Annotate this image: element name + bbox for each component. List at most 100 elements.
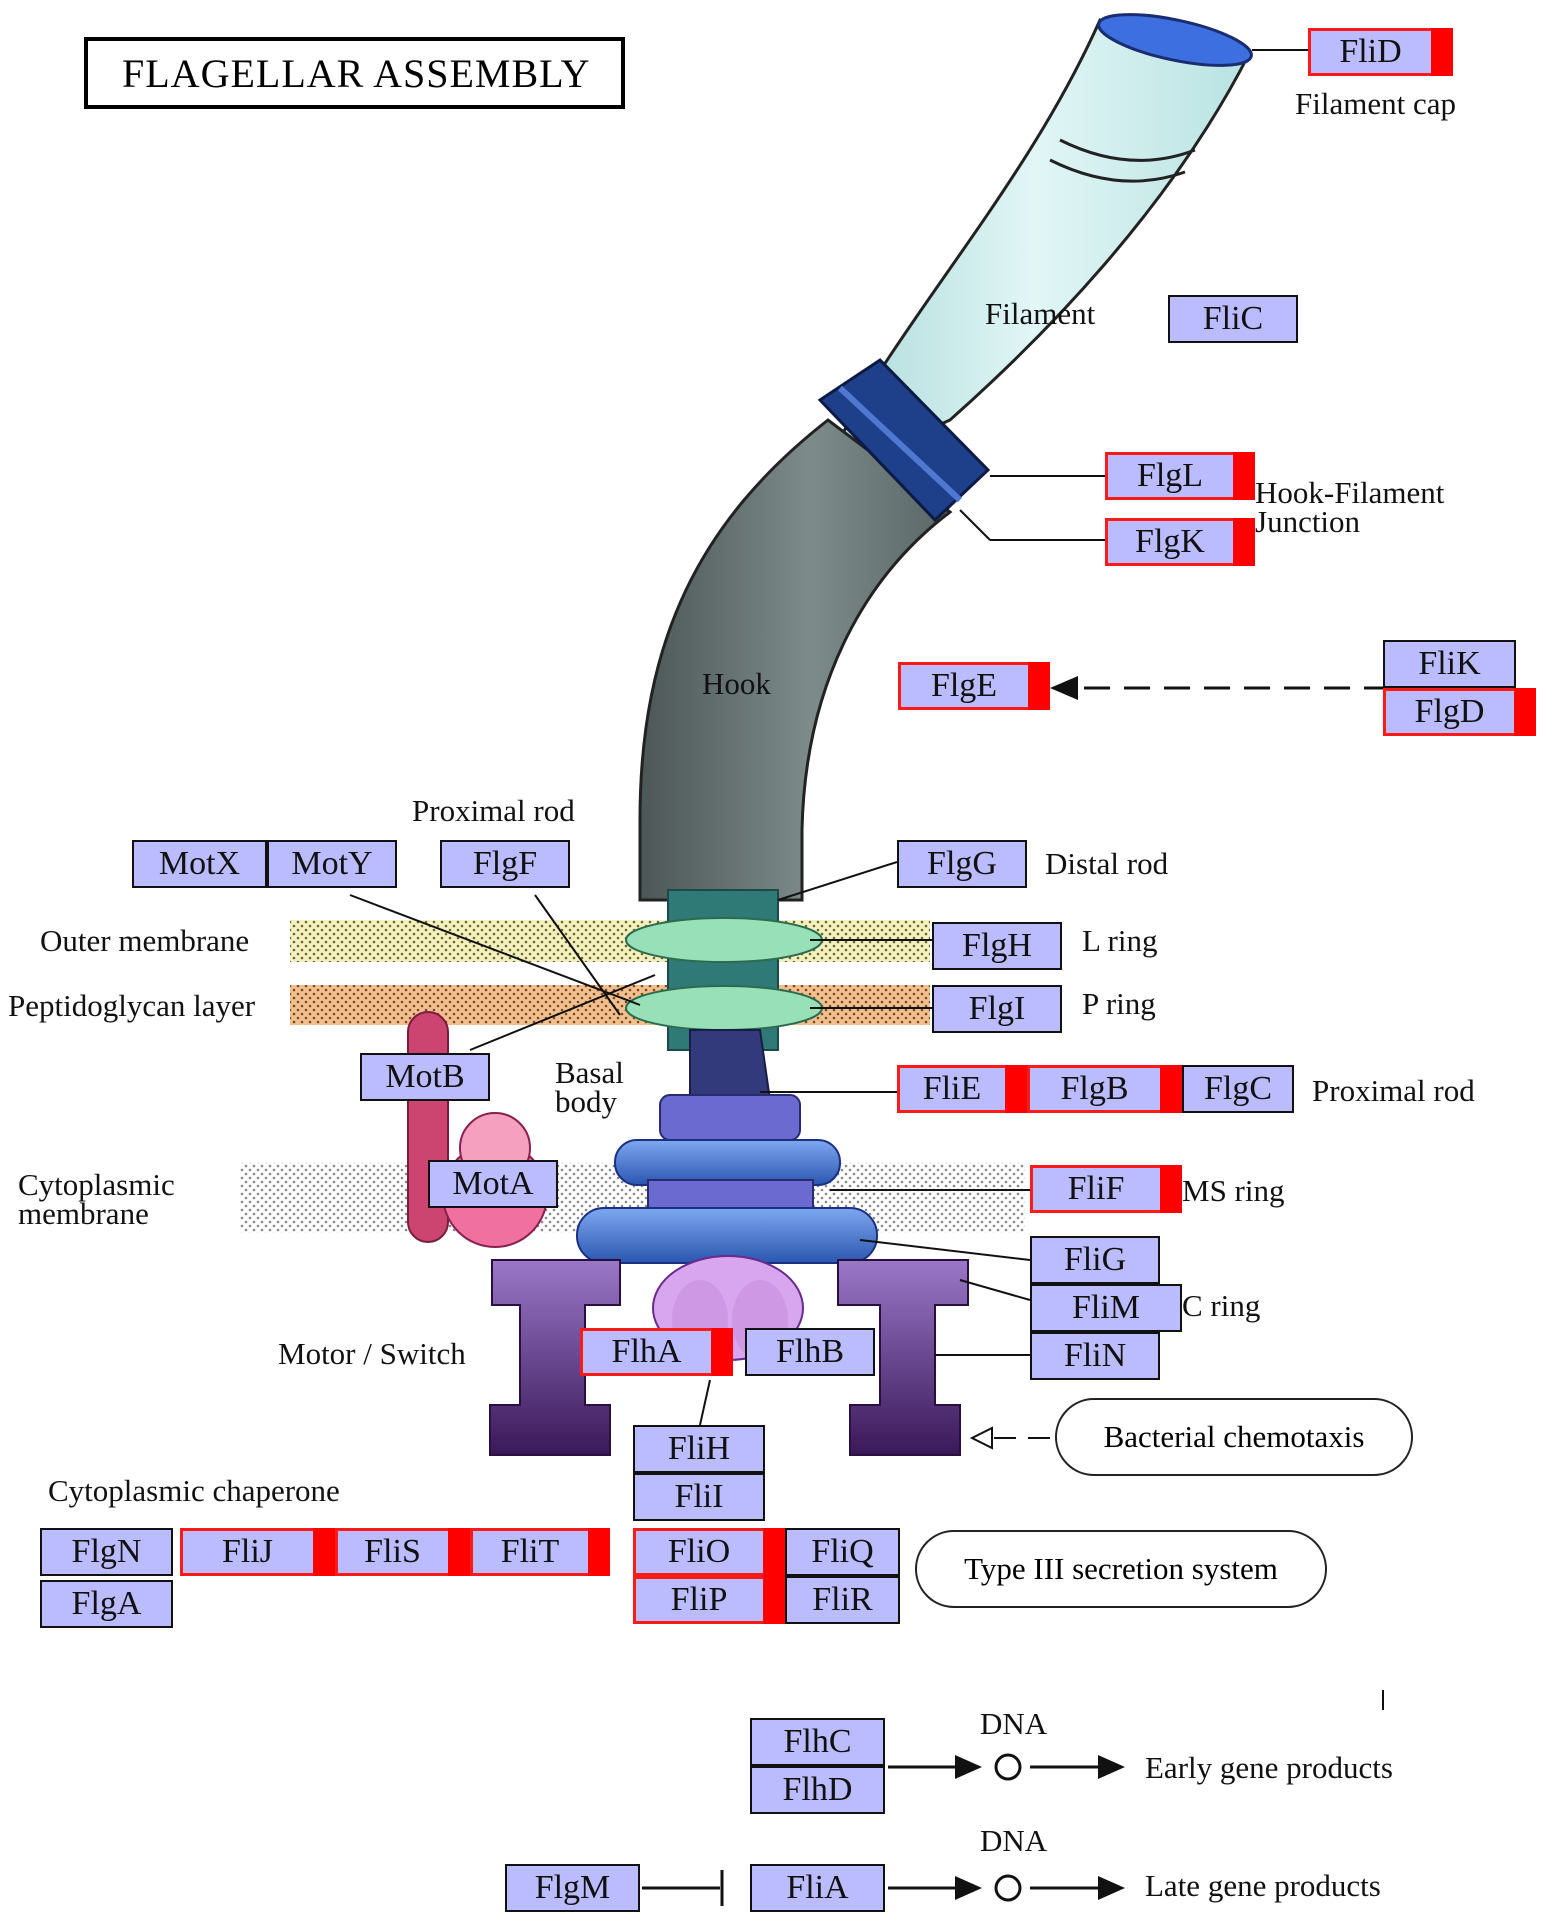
label-p-ring: P ring bbox=[1082, 986, 1156, 1021]
gene-flih[interactable]: FliH bbox=[633, 1425, 765, 1473]
filament-break-1 bbox=[1059, 138, 1196, 162]
junction-shape bbox=[817, 358, 991, 523]
highlight-flag bbox=[313, 1528, 335, 1576]
gene-flie[interactable]: FliE bbox=[897, 1065, 1027, 1113]
label-late-products: Late gene products bbox=[1145, 1868, 1381, 1903]
label-proximal-rod-right: Proximal rod bbox=[1312, 1073, 1475, 1108]
gene-flih-label: FliH bbox=[667, 1430, 731, 1467]
gene-flic[interactable]: FliC bbox=[1168, 295, 1298, 343]
gene-fliq[interactable]: FliQ bbox=[785, 1528, 900, 1576]
gene-flga[interactable]: FlgA bbox=[40, 1580, 173, 1628]
gene-flig[interactable]: FliG bbox=[1030, 1236, 1160, 1284]
gene-flik[interactable]: FliK bbox=[1383, 640, 1516, 688]
type3-secretion-link[interactable]: Type III secretion system bbox=[915, 1530, 1327, 1608]
ms-ring-mid bbox=[647, 1179, 814, 1211]
gene-flgn[interactable]: FlgN bbox=[40, 1528, 173, 1576]
label-motor-switch: Motor / Switch bbox=[278, 1336, 466, 1371]
gene-flha-label: FlhA bbox=[611, 1333, 682, 1370]
gene-flij-label: FliJ bbox=[221, 1533, 274, 1570]
gene-flgm-label: FlgM bbox=[534, 1869, 611, 1906]
bacterial-chemotaxis-link[interactable]: Bacterial chemotaxis bbox=[1055, 1398, 1413, 1476]
gene-flif[interactable]: FliF bbox=[1030, 1165, 1182, 1213]
gene-flim[interactable]: FliM bbox=[1030, 1284, 1182, 1332]
gene-flio[interactable]: FliO bbox=[633, 1528, 785, 1576]
label-filament-cap: Filament cap bbox=[1295, 86, 1456, 121]
gene-flis-label: FliS bbox=[364, 1533, 421, 1570]
gene-flgm[interactable]: FlgM bbox=[505, 1864, 640, 1912]
label-hook-filament-junction: Hook-Filament Junction bbox=[1255, 475, 1445, 540]
highlight-flag bbox=[1431, 28, 1453, 76]
gene-moty-label: MotY bbox=[291, 845, 373, 882]
gene-flgf-label: FlgF bbox=[472, 845, 538, 882]
gene-flis[interactable]: FliS bbox=[335, 1528, 470, 1576]
gene-flgf[interactable]: FlgF bbox=[440, 840, 570, 888]
gene-flia[interactable]: FliA bbox=[750, 1864, 885, 1912]
gene-flhd[interactable]: FlhD bbox=[750, 1766, 885, 1814]
gene-mota-label: MotA bbox=[452, 1165, 534, 1202]
label-dna-early: DNA bbox=[980, 1706, 1048, 1741]
gene-flhb[interactable]: FlhB bbox=[745, 1328, 875, 1376]
gene-flge-label: FlgE bbox=[930, 667, 998, 704]
label-dna-late: DNA bbox=[980, 1823, 1048, 1858]
label-early-products: Early gene products bbox=[1145, 1750, 1393, 1785]
gene-flgg[interactable]: FlgG bbox=[897, 840, 1027, 888]
gene-flii-label: FliI bbox=[674, 1478, 724, 1515]
motor-left bbox=[489, 1259, 621, 1456]
highlight-flag bbox=[711, 1328, 733, 1376]
gene-flgg-label: FlgG bbox=[927, 845, 997, 882]
filament-cap-shape bbox=[1097, 13, 1253, 67]
gene-motb-label: MotB bbox=[385, 1058, 465, 1095]
gene-flit[interactable]: FliT bbox=[470, 1528, 610, 1576]
gene-flgi-label: FlgI bbox=[968, 990, 1026, 1027]
gene-flgi[interactable]: FlgI bbox=[932, 985, 1062, 1033]
gene-flit-label: FliT bbox=[500, 1533, 560, 1570]
gene-motb[interactable]: MotB bbox=[360, 1053, 490, 1101]
highlight-flag bbox=[448, 1528, 470, 1576]
gene-flgc[interactable]: FlgC bbox=[1182, 1065, 1294, 1113]
highlight-flag bbox=[1160, 1065, 1182, 1113]
gene-flgl-label: FlgL bbox=[1136, 457, 1204, 494]
gene-flic-label: FliC bbox=[1202, 300, 1264, 337]
filament-break-2 bbox=[1049, 158, 1186, 183]
label-hook: Hook bbox=[702, 666, 771, 701]
gene-flgb[interactable]: FlgB bbox=[1027, 1065, 1182, 1113]
gene-flhd-label: FlhD bbox=[782, 1771, 853, 1808]
gene-flij[interactable]: FliJ bbox=[180, 1528, 335, 1576]
diagram-title: FLAGELLAR ASSEMBLY bbox=[84, 37, 625, 109]
gene-flip[interactable]: FliP bbox=[633, 1576, 785, 1624]
gene-flgd[interactable]: FlgD bbox=[1383, 688, 1536, 736]
gene-flin-label: FliN bbox=[1063, 1337, 1127, 1374]
highlight-flag bbox=[763, 1528, 785, 1576]
label-c-ring: C ring bbox=[1182, 1288, 1261, 1323]
gene-flgk[interactable]: FlgK bbox=[1105, 518, 1255, 566]
gene-flim-label: FliM bbox=[1071, 1289, 1141, 1326]
gene-flgh[interactable]: FlgH bbox=[932, 922, 1062, 970]
highlight-flag bbox=[1233, 452, 1255, 500]
gene-flgk-label: FlgK bbox=[1135, 523, 1205, 560]
label-l-ring: L ring bbox=[1082, 923, 1158, 958]
gene-flhc[interactable]: FlhC bbox=[750, 1718, 885, 1766]
gene-flio-label: FliO bbox=[667, 1533, 731, 1570]
gene-fliq-label: FliQ bbox=[811, 1533, 874, 1570]
label-cytoplasmic-chaperone: Cytoplasmic chaperone bbox=[48, 1473, 340, 1508]
motor-right bbox=[837, 1259, 969, 1456]
gene-motx[interactable]: MotX bbox=[132, 840, 267, 888]
gene-flin[interactable]: FliN bbox=[1030, 1332, 1160, 1380]
label-basal-body: Basal body bbox=[555, 1055, 624, 1120]
gene-flgl[interactable]: FlgL bbox=[1105, 452, 1255, 500]
gene-flir[interactable]: FliR bbox=[785, 1576, 900, 1624]
gene-moty[interactable]: MotY bbox=[267, 840, 397, 888]
gene-flik-label: FliK bbox=[1418, 645, 1481, 682]
gene-flha[interactable]: FlhA bbox=[580, 1328, 733, 1376]
label-outer-membrane: Outer membrane bbox=[40, 923, 250, 958]
gene-flid[interactable]: FliD bbox=[1308, 28, 1453, 76]
gene-mota[interactable]: MotA bbox=[428, 1160, 558, 1208]
gene-flii[interactable]: FliI bbox=[633, 1473, 765, 1521]
gene-flip-label: FliP bbox=[670, 1581, 728, 1618]
gene-motx-label: MotX bbox=[158, 845, 241, 882]
label-peptidoglycan: Peptidoglycan layer bbox=[8, 988, 256, 1023]
gene-flge[interactable]: FlgE bbox=[898, 662, 1050, 710]
highlight-flag bbox=[1233, 518, 1255, 566]
label-filament: Filament bbox=[985, 296, 1096, 331]
